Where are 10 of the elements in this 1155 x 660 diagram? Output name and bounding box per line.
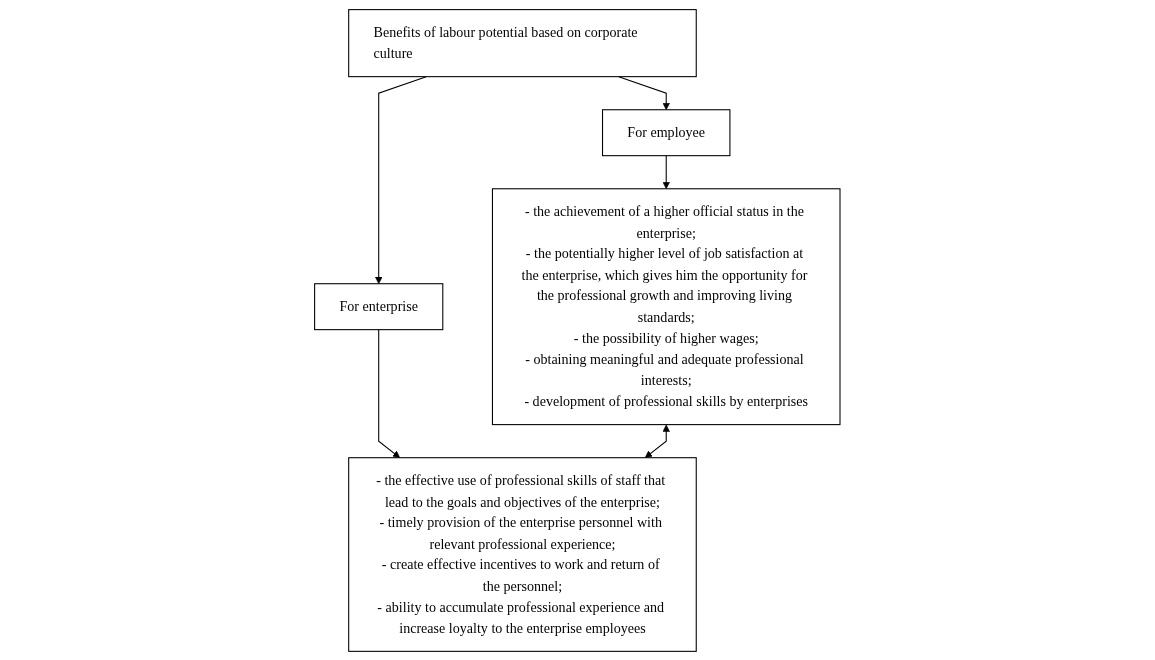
arrow (662, 154, 671, 189)
node-box: For employee (602, 108, 731, 156)
arrow (375, 75, 427, 284)
node-box: Benefits of labour potential based on corporate culture (348, 8, 697, 77)
arrow (618, 75, 671, 110)
node-box: - the achievement of a higher official status in the enterprise; - the potentially higher level of job satisfaction at the enterprise, which gives him the opportunity for the professional growth and improving living standards; - the possibility of higher wages; - obtaining meaningful and adequate professional interests; - development of professional skills by enterprises (492, 187, 841, 425)
node-box: For enterprise (314, 282, 444, 330)
arrow (645, 424, 671, 458)
arrow (378, 328, 401, 458)
node-box: - the effective use of professional skills of staff that lead to the goals and objectives of the enterprise; - timely provision of the enterprise personnel with relevant professional experience; - create effective incentives to work and return of the personnel; - ability to accumulate professional experience and increase loyalty to the enterprise employees (348, 456, 697, 652)
